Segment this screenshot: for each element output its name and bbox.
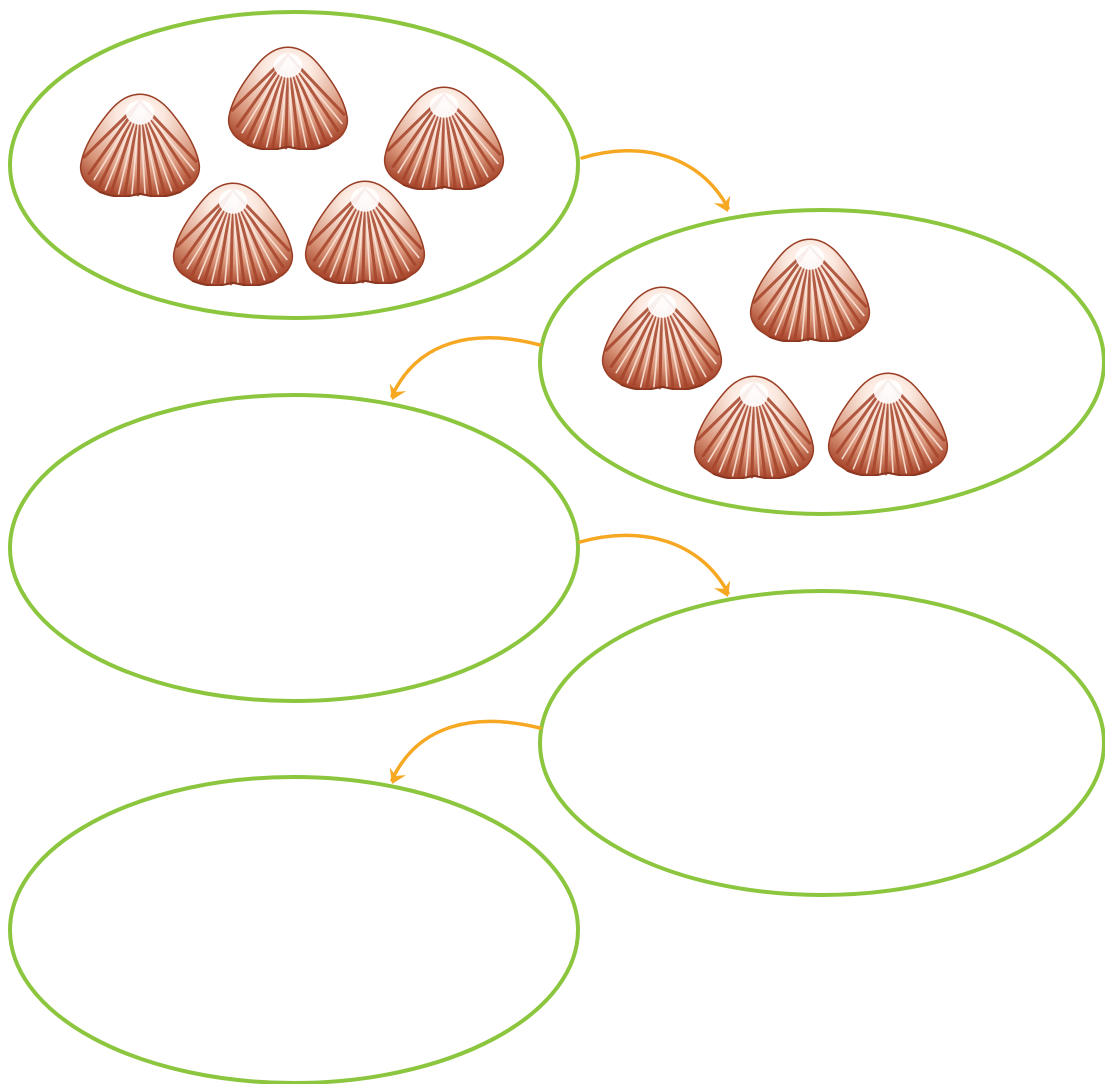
shell-icon xyxy=(81,94,200,196)
shell-icon xyxy=(695,376,814,478)
shell-icon xyxy=(829,373,948,475)
arrow-shaft xyxy=(392,721,540,780)
set-ellipse-5 xyxy=(10,777,578,1083)
arrow-shaft xyxy=(580,535,728,593)
curved-arrow-icon xyxy=(580,535,736,600)
arrow-shaft xyxy=(582,151,728,208)
curved-arrow-icon xyxy=(384,338,540,404)
curved-arrow-icon xyxy=(582,151,736,216)
shell-icon xyxy=(174,183,293,285)
set-ellipse-4 xyxy=(540,591,1104,895)
arrow-head xyxy=(714,196,736,216)
shell-icon xyxy=(751,239,870,341)
arrow-shaft xyxy=(392,338,540,396)
shell-icon xyxy=(385,87,504,189)
set-ellipse-3 xyxy=(10,395,578,701)
shell-icon xyxy=(229,47,348,149)
shell-icon xyxy=(603,287,722,389)
shell-icon xyxy=(306,181,425,283)
curved-arrow-icon xyxy=(384,721,540,787)
